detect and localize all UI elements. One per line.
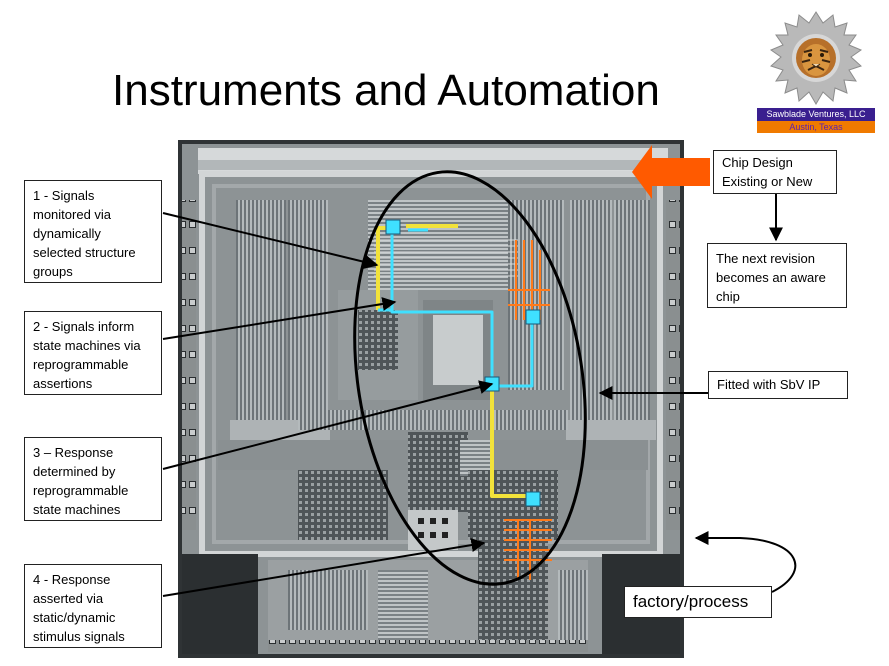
aware-region-ellipse [353,170,587,586]
logo-company-name: Sawblade Ventures, LLC [757,108,875,121]
slide-title: Instruments and Automation [112,66,660,115]
saw-blade-logo-icon [769,11,863,105]
leader-signals-inform [162,297,397,340]
leader-response-asserted [162,538,486,597]
callout-signals-inform: 2 - Signals inform state machines via re… [24,311,162,395]
callout-response-asserted: 4 - Response asserted via static/dynamic… [24,564,162,648]
leader-signals-monitored [162,212,379,269]
callout-response-determined: 3 – Response determined by reprogrammabl… [24,437,162,521]
logo-location: Austin, Texas [757,121,875,133]
chip-design-pointer-arrow [632,145,710,199]
leader-response-determined [162,380,494,470]
callout-factory-process: factory/process [624,586,772,618]
callout-signals-monitored: 1 - Signals monitored via dynamically se… [24,180,162,283]
callout-chip-design: Chip Design Existing or New [713,150,837,194]
callout-next-revision: The next revision becomes an aware chip [707,243,847,308]
callout-fitted-ip: Fitted with SbV IP [708,371,848,399]
leader-factory-feedback [694,531,797,593]
